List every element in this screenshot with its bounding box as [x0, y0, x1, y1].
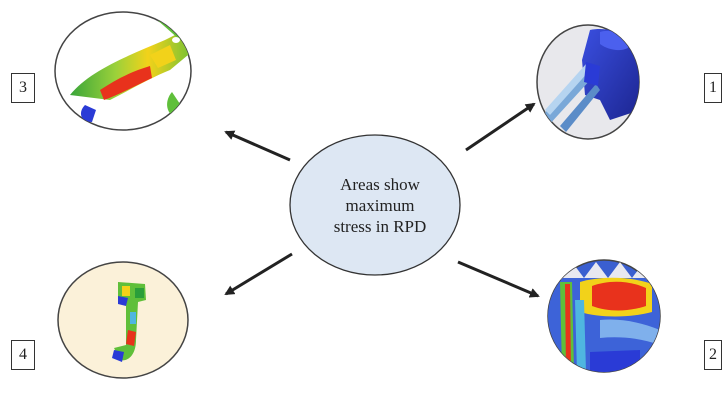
center-node-label: Areas show maximum stress in RPD	[300, 160, 460, 250]
arrow-to-panel-1	[465, 102, 536, 152]
panel-4-image	[57, 261, 189, 379]
center-label-line-2: maximum	[345, 195, 415, 215]
center-label-line-3: stress in RPD	[333, 216, 427, 236]
panel-1-number: 1	[704, 73, 722, 103]
arrow-to-panel-2	[457, 260, 540, 298]
center-node	[289, 134, 461, 276]
panel-2-image	[547, 259, 661, 373]
rpd-major-connector-stress-plot-icon	[70, 25, 191, 100]
panel-4-number: 4	[11, 340, 35, 370]
center-label-line-1: Areas show	[340, 174, 420, 194]
arrow-to-panel-3	[224, 130, 291, 162]
panel-1-image	[536, 24, 640, 140]
panel-3-image	[54, 11, 192, 131]
panel-3-number: 3	[11, 73, 35, 103]
panel-2-number: 2	[704, 340, 722, 370]
arrow-to-panel-4	[224, 252, 293, 296]
rpd-clasp-stress-plot-blue-icon	[582, 29, 639, 120]
